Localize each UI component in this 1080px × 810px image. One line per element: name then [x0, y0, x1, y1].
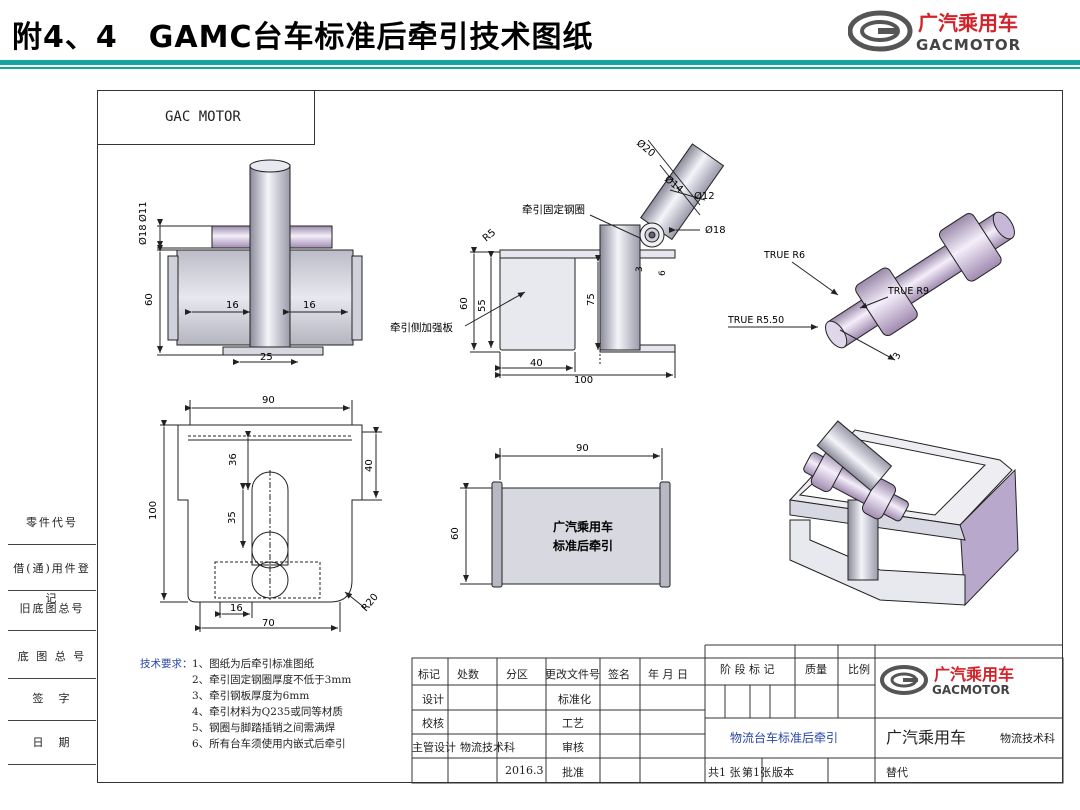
dim-side-60: 60 [459, 297, 470, 310]
tb-row-approve-col: 批准 [562, 766, 584, 779]
tb-header-change-doc: 更改文件号 [545, 668, 600, 681]
sidebar-item-signature: 签 字 [8, 684, 96, 721]
tb-row-design-col: 标准化 [558, 693, 591, 706]
tb-header-sign: 签名 [608, 668, 630, 681]
tb-row-check-label: 校核 [422, 717, 444, 730]
tech-line-6: 6、所有台车须使用内嵌式后牵引 [192, 738, 346, 750]
label-true-r9: TRUE R9 [887, 286, 929, 297]
tech-line-1: 1、图纸为后牵引标准图纸 [192, 658, 315, 670]
dim-side-3: 3 [635, 266, 645, 272]
tech-line-4: 4、牵引材料为Q235或同等材质 [192, 706, 343, 718]
tb-dept: 物流技术科 [1000, 732, 1055, 745]
plate-text-1: 广汽乘用车 [553, 519, 613, 534]
iso-pin [728, 211, 1015, 361]
tech-title: 技术要求： [140, 658, 193, 670]
logo-cn-text: 广汽乘用车 [918, 11, 1018, 35]
tb-version: 版本 [772, 766, 794, 779]
dim-top-d11: Ø11 [137, 201, 149, 222]
dim-side-d12: Ø12 [694, 190, 715, 202]
tb-replace: 替代 [886, 766, 908, 779]
tb-header-date: 年 月 日 [648, 668, 688, 681]
tb-row-date: 2016.3 [505, 764, 544, 777]
dim-side-d20: Ø20 [634, 137, 658, 159]
tb-header-mark: 标记 [418, 668, 440, 681]
dim-front-36: 36 [228, 453, 239, 466]
dim-side-100: 100 [574, 375, 593, 386]
tb-row-lead-label: 主管设计 [412, 741, 456, 754]
sidebar-item-part-code: 零件代号 [8, 508, 96, 545]
tb-company: 广汽乘用车 [886, 728, 967, 747]
tb-row-check-col: 工艺 [562, 717, 584, 730]
company-box [97, 90, 315, 145]
dim-front-16: 16 [230, 603, 243, 614]
dim-side-55: 55 [477, 299, 488, 312]
tech-line-2: 2、牵引固定钢圈厚度不低于3mm [192, 674, 352, 686]
page-title: 附4、4 GAMC台车标准后牵引技术图纸 [12, 20, 594, 55]
tb-sheets-total: 共1 张 [708, 766, 741, 779]
dim-top-d18: Ø18 [137, 224, 149, 245]
dim-plate-60: 60 [450, 527, 461, 540]
iso-assembly [788, 420, 1019, 607]
gac-logo: 广汽乘用车 GACMOTOR [848, 10, 1021, 54]
header-rule-thin [0, 67, 1080, 69]
sidebar-item-borrowed-parts: 借(通)用件登记 [8, 554, 96, 605]
front-view [160, 400, 382, 632]
dim-side-75: 75 [586, 293, 597, 306]
tech-line-3: 3、牵引钢板厚度为6mm [192, 690, 310, 702]
side-view [464, 139, 725, 378]
dim-front-70: 70 [262, 618, 275, 629]
dim-side-r5: R5 [481, 227, 498, 244]
label-true-r550: TRUE R5.50 [727, 315, 784, 326]
dim-front-90: 90 [262, 395, 275, 406]
label-true-r6: TRUE R6 [763, 250, 805, 261]
tb-row-design-label: 设计 [422, 693, 444, 706]
dim-top-16a: 16 [226, 300, 239, 311]
dim-top-60: 60 [144, 293, 155, 306]
tb-scale: 比例 [848, 663, 870, 676]
dim-front-35: 35 [227, 511, 238, 524]
dim-front-100: 100 [148, 501, 159, 520]
dim-top-16b: 16 [303, 300, 316, 311]
tb-header-zone: 分区 [506, 668, 528, 681]
top-view [157, 159, 363, 365]
plate-text-2: 标准后牵引 [552, 538, 613, 553]
plate-view [460, 448, 671, 588]
tb-mass: 质量 [805, 663, 827, 676]
logo-en-text: GACMOTOR [916, 36, 1021, 54]
sidebar-item-base-number: 底 图 总 号 [8, 642, 96, 679]
dim-side-d18: Ø18 [705, 224, 726, 236]
tb-row-lead-dept: 物流技术科 [460, 741, 515, 754]
dim-front-r20: R20 [360, 592, 381, 614]
dim-plate-90: 90 [576, 443, 589, 454]
label-reinforcing-plate: 牵引侧加强板 [390, 321, 453, 334]
sidebar-item-date: 日 期 [8, 728, 96, 765]
tb-row-review-col: 审核 [562, 741, 584, 754]
dim-side-40: 40 [530, 358, 543, 369]
tech-line-5: 5、钢圈与脚踏插销之间需满焊 [192, 722, 336, 734]
tb-sheet-number: 第1张 [742, 766, 771, 779]
label-fixing-ring: 牵引固定钢圈 [522, 203, 585, 216]
tb-drawing-name: 物流台车标准后牵引 [730, 731, 839, 745]
company-box-text: GAC MOTOR [165, 109, 241, 125]
header-rule [0, 60, 1080, 65]
header: 附4、4 GAMC台车标准后牵引技术图纸 广汽乘用车 GACMOTOR [0, 0, 1080, 64]
tb-stage-mark: 阶 段 标 记 [720, 663, 775, 676]
dim-front-40: 40 [364, 459, 375, 472]
dim-top-25: 25 [260, 352, 273, 363]
tb-header-count: 处数 [457, 668, 479, 681]
label-pin-3: 3 [891, 351, 904, 362]
dim-side-6: 6 [658, 270, 668, 276]
sidebar-item-old-base-number: 旧底图总号 [8, 594, 96, 631]
